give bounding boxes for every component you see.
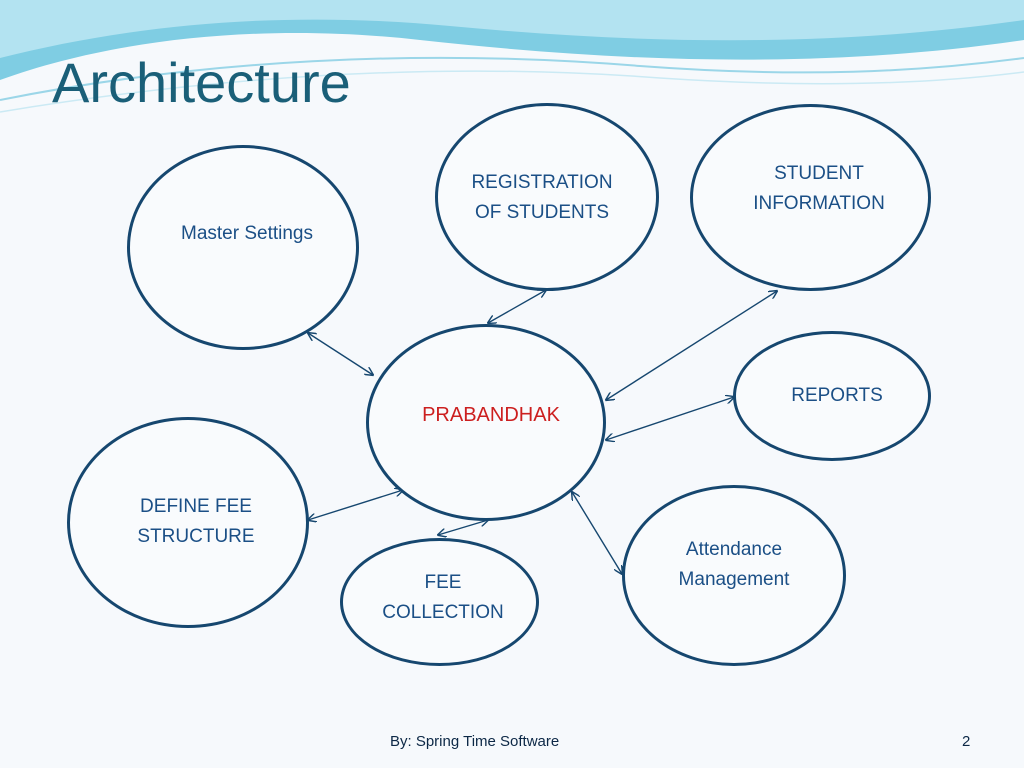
label-fee-collection-line2: COLLECTION	[382, 602, 504, 623]
arrow-student-information	[606, 291, 777, 400]
wave-band-light	[0, 0, 1024, 58]
arrow-fee-collection	[438, 520, 488, 535]
node-master-settings	[127, 145, 359, 350]
label-reports: REPORTS	[791, 385, 883, 406]
label-attendance-line1: Attendance	[685, 539, 783, 560]
label-registration-line1: REGISTRATION	[471, 172, 613, 193]
node-fee-collection	[340, 538, 539, 666]
arrow-master-settings	[308, 333, 373, 375]
label-registration-line2: OF STUDENTS	[474, 202, 610, 223]
label-attendance-line2: Management	[678, 569, 790, 590]
label-master-settings: Master Settings	[181, 223, 313, 244]
arrow-reports	[606, 397, 734, 440]
label-student-information-line2: INFORMATION	[753, 193, 885, 214]
node-define-fee-structure	[67, 417, 309, 628]
label-define-fee-structure-line2: STRUCTURE	[137, 526, 255, 547]
label-prabandhak: PRABANDHAK	[422, 404, 560, 426]
arrow-attendance	[572, 492, 622, 574]
node-student-information	[690, 104, 931, 291]
slide-title: Architecture	[52, 51, 351, 114]
wave-line-2	[0, 70, 1024, 113]
node-reports	[733, 331, 931, 461]
node-attendance-management	[622, 485, 846, 666]
arrow-define-fee-structure	[308, 490, 403, 520]
footer-credit: By: Spring Time Software	[390, 733, 560, 750]
label-define-fee-structure-line1: DEFINE FEE	[140, 496, 252, 517]
wave-line-1	[0, 56, 1024, 101]
node-prabandhak	[366, 324, 606, 521]
header-wave-decoration	[0, 0, 1024, 113]
node-registration-of-students	[435, 103, 659, 291]
slide-number: 2	[962, 733, 971, 750]
label-fee-collection-line1: FEE	[424, 572, 462, 593]
arrow-registration	[488, 290, 546, 323]
label-student-information-line1: STUDENT	[774, 163, 864, 184]
